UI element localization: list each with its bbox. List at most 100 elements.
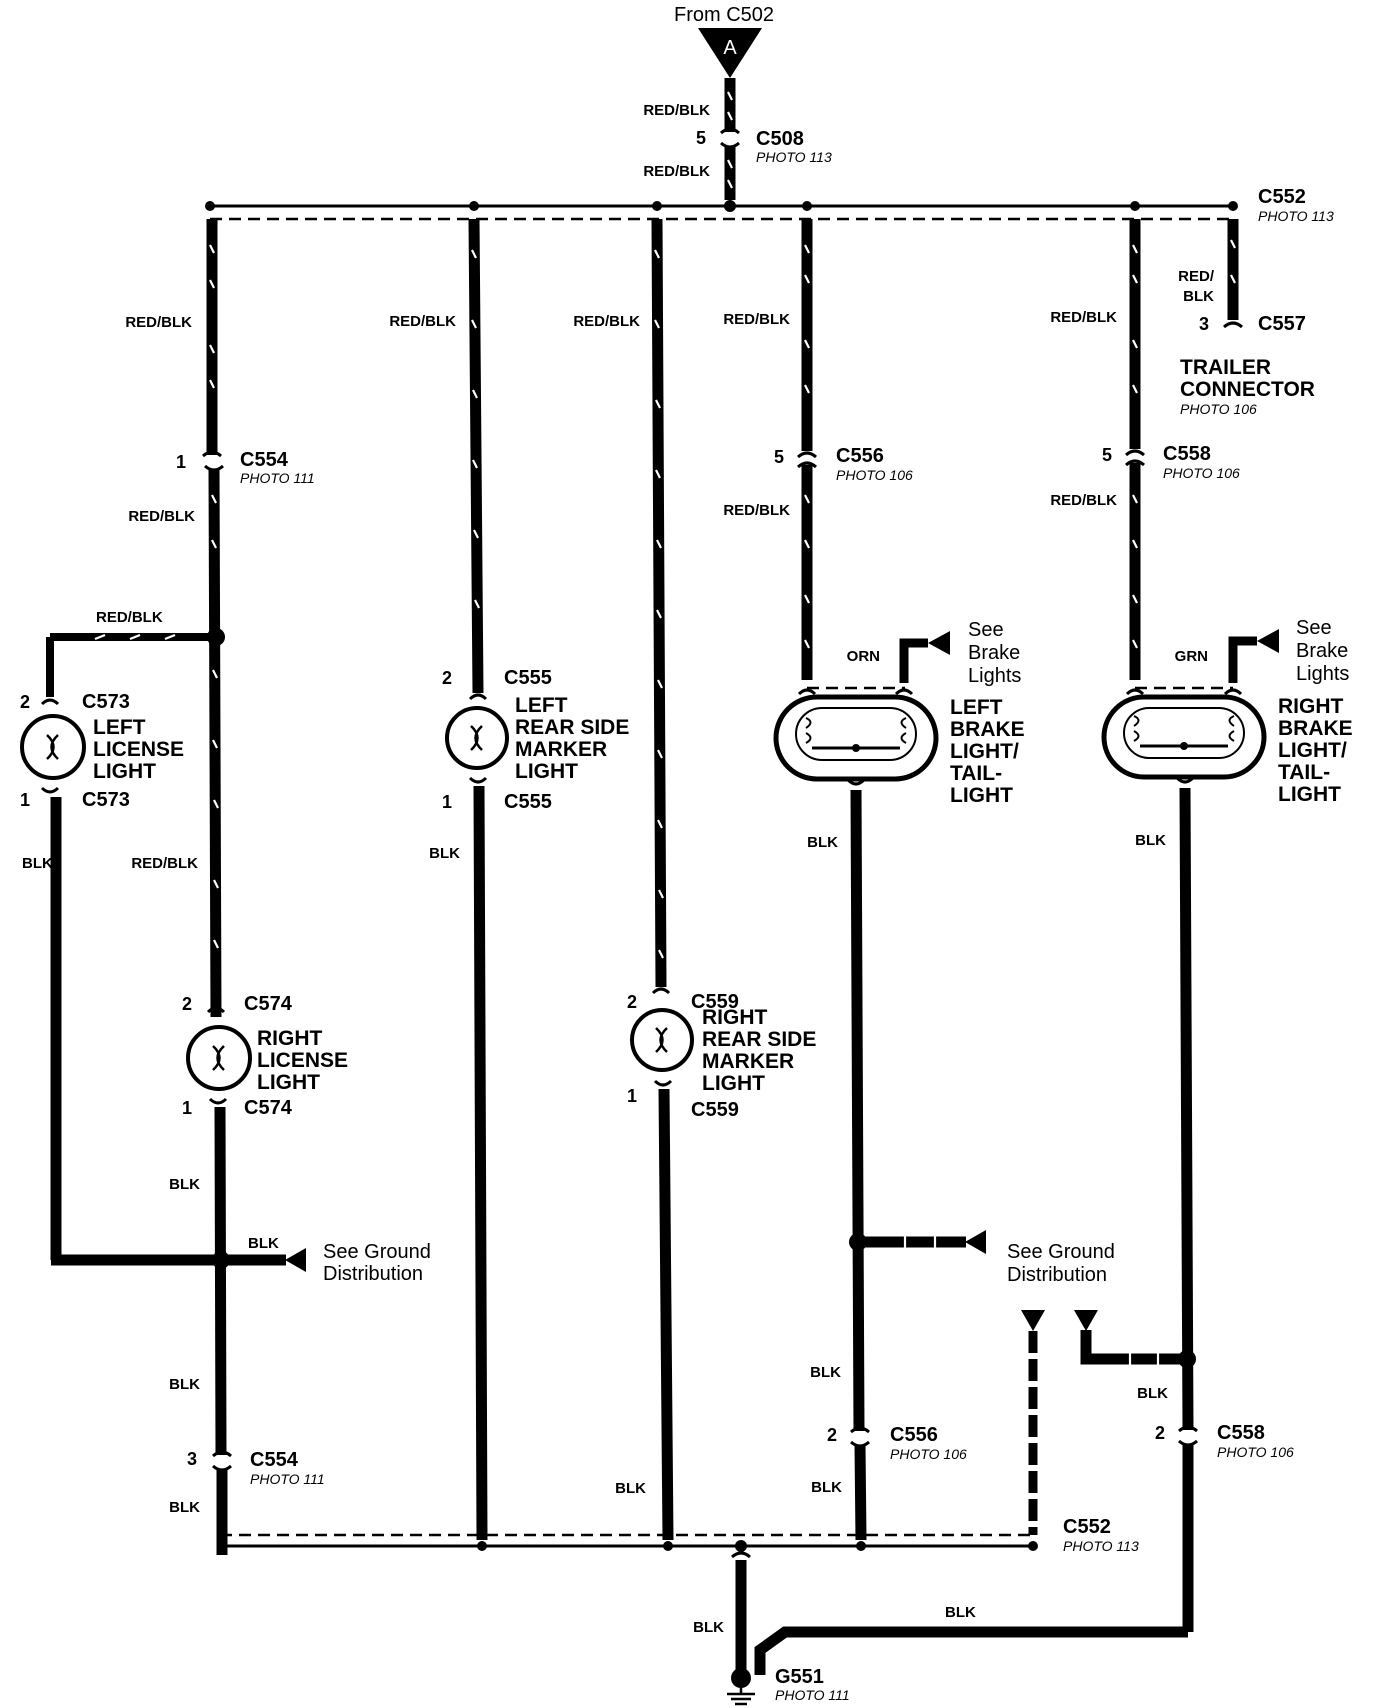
pin-c556-bottom: 2: [827, 1425, 837, 1445]
svg-text:LEFT: LEFT: [93, 716, 146, 739]
wire-hatch-807: [804, 244, 810, 649]
label-c556-top: C556: [836, 445, 884, 467]
wire-hatch-1135: [1132, 244, 1138, 649]
label-c556-bottom: C556: [890, 1424, 938, 1446]
photo-c508: PHOTO 113: [756, 149, 832, 165]
wire-label-left-license-gnd: BLK: [22, 855, 53, 872]
label-c574-top: C574: [244, 993, 293, 1015]
wire-label-b1-6: BLK: [169, 1499, 200, 1516]
wire-label-b4-4: BLK: [810, 1364, 841, 1381]
svg-text:MARKER: MARKER: [515, 738, 607, 761]
photo-c552-top: PHOTO 113: [1258, 208, 1334, 224]
svg-text:MARKER: MARKER: [702, 1050, 794, 1073]
svg-text:Distribution: Distribution: [323, 1263, 423, 1285]
svg-text:LIGHT: LIGHT: [257, 1071, 320, 1094]
pin-c574-bottom: 1: [182, 1098, 192, 1118]
right-brake-tail-light-label: RIGHT BRAKE LIGHT/ TAIL- LIGHT: [1278, 695, 1353, 806]
wire-ground-stub-far-right: [1080, 1330, 1187, 1365]
wire-hatch-474: [471, 249, 480, 609]
wire-label-b3-1: RED/BLK: [573, 313, 640, 330]
photo-c558-top: PHOTO 106: [1163, 465, 1240, 481]
svg-text:RIGHT: RIGHT: [702, 1006, 768, 1029]
label-c508: C508: [756, 128, 804, 150]
svg-text:LIGHT: LIGHT: [1278, 783, 1341, 806]
label-c554-top: C554: [240, 449, 289, 471]
label-c554-bottom: C554: [250, 1449, 299, 1471]
svg-text:Brake: Brake: [968, 642, 1020, 664]
label-c559-bottom: C559: [691, 1099, 739, 1121]
right-license-light-label: RIGHT LICENSE LIGHT: [257, 1027, 348, 1094]
label-c555-bottom: C555: [504, 791, 552, 813]
wire-label-b1-4: BLK: [169, 1176, 200, 1193]
pin-c557: 3: [1199, 314, 1209, 334]
label-c573-bottom: C573: [82, 789, 130, 811]
svg-text:LIGHT/: LIGHT/: [950, 740, 1019, 763]
wire-label-trailer-2: BLK: [1183, 288, 1214, 305]
svg-text:TRAILER: TRAILER: [1180, 356, 1271, 379]
wire-label-g551-1: BLK: [693, 1619, 724, 1636]
wire-label-gnd-stub-left: BLK: [248, 1235, 279, 1252]
ground-g551-node: [731, 1668, 751, 1688]
label-g551: G551: [775, 1666, 824, 1688]
wire-right-brake-ground: [1179, 787, 1194, 1431]
wire-label-b2-2: BLK: [429, 845, 460, 862]
svg-text:Lights: Lights: [1296, 663, 1349, 685]
svg-text:LIGHT: LIGHT: [702, 1072, 765, 1095]
pin-c554-top: 1: [176, 452, 186, 472]
wire-left-marker-ground: [473, 785, 488, 1541]
right-brake-bulb-icon: [1133, 715, 1235, 742]
wire-grn-see-brake-right: [1228, 636, 1257, 683]
wire-label-source-2: RED/BLK: [643, 163, 710, 180]
ground-triangle-left: [1021, 1310, 1045, 1331]
wire-label-b3-2: BLK: [615, 1480, 646, 1497]
source-triangle: [698, 28, 762, 78]
wire-label-b4-1: RED/BLK: [723, 311, 790, 328]
wire-label-source-1: RED/BLK: [643, 102, 710, 119]
left-brake-bulb-icon: [805, 717, 907, 744]
svg-text:LIGHT: LIGHT: [950, 784, 1013, 807]
wire-label-g551-2: BLK: [945, 1604, 976, 1621]
wire-hatch-source: [727, 91, 733, 189]
connector-c554-top-a: [202, 450, 222, 458]
svg-text:LICENSE: LICENSE: [257, 1049, 348, 1072]
wire-label-b5-4: BLK: [1137, 1385, 1168, 1402]
right-marker-bulb-icon: [655, 1027, 668, 1053]
wire-label-left-license-feed: RED/BLK: [96, 609, 163, 626]
pin-c508: 5: [696, 128, 706, 148]
svg-text:RIGHT: RIGHT: [1278, 695, 1344, 718]
pin-c556-top: 5: [774, 447, 784, 467]
label-c555-top: C555: [504, 667, 552, 689]
wire-label-b1-2: RED/BLK: [128, 508, 195, 525]
left-brake-tail-light: [773, 694, 939, 782]
svg-text:LIGHT: LIGHT: [93, 760, 156, 783]
wire-right-license-ground: [214, 1106, 227, 1456]
pin-c558-bottom: 2: [1155, 1423, 1165, 1443]
ground-symbol-icon: [727, 1688, 755, 1706]
see-brake-note-right: See Brake Lights: [1296, 617, 1349, 685]
wire-label-b1-1: RED/BLK: [125, 314, 192, 331]
pin-c559-bottom: 1: [627, 1086, 637, 1106]
pin-c554-bottom: 3: [187, 1449, 197, 1469]
wire-label-b1-5: BLK: [169, 1376, 200, 1393]
arrow-see-brake-right: [1257, 629, 1279, 653]
svg-text:See Ground: See Ground: [323, 1241, 431, 1263]
wire-label-b1-3: RED/BLK: [131, 855, 198, 872]
wire-branch-657: [651, 218, 667, 988]
label-c559-top: C559: [691, 991, 739, 1013]
ground-arrow-left: [285, 1248, 306, 1272]
label-c573-top: C573: [82, 691, 130, 713]
see-ground-note-right: See Ground Distribution: [1007, 1241, 1115, 1286]
svg-text:CONNECTOR: CONNECTOR: [1180, 378, 1315, 401]
svg-text:Distribution: Distribution: [1007, 1264, 1107, 1286]
wire-right-brake-to-g551: [754, 1626, 1188, 1675]
pin-c574-top: 2: [182, 994, 192, 1014]
svg-text:See Ground: See Ground: [1007, 1241, 1115, 1263]
see-ground-note-left: See Ground Distribution: [323, 1241, 431, 1285]
pin-c573-top: 2: [20, 692, 30, 712]
wire-label-b5-1: RED/BLK: [1050, 309, 1117, 326]
arrow-see-brake-left: [928, 631, 950, 655]
wire-orn-see-brake-left: [899, 638, 928, 683]
svg-text:LEFT: LEFT: [515, 694, 568, 717]
svg-text:Lights: Lights: [968, 665, 1021, 687]
left-brake-tail-light-label: LEFT BRAKE LIGHT/ TAIL- LIGHT: [950, 696, 1025, 807]
